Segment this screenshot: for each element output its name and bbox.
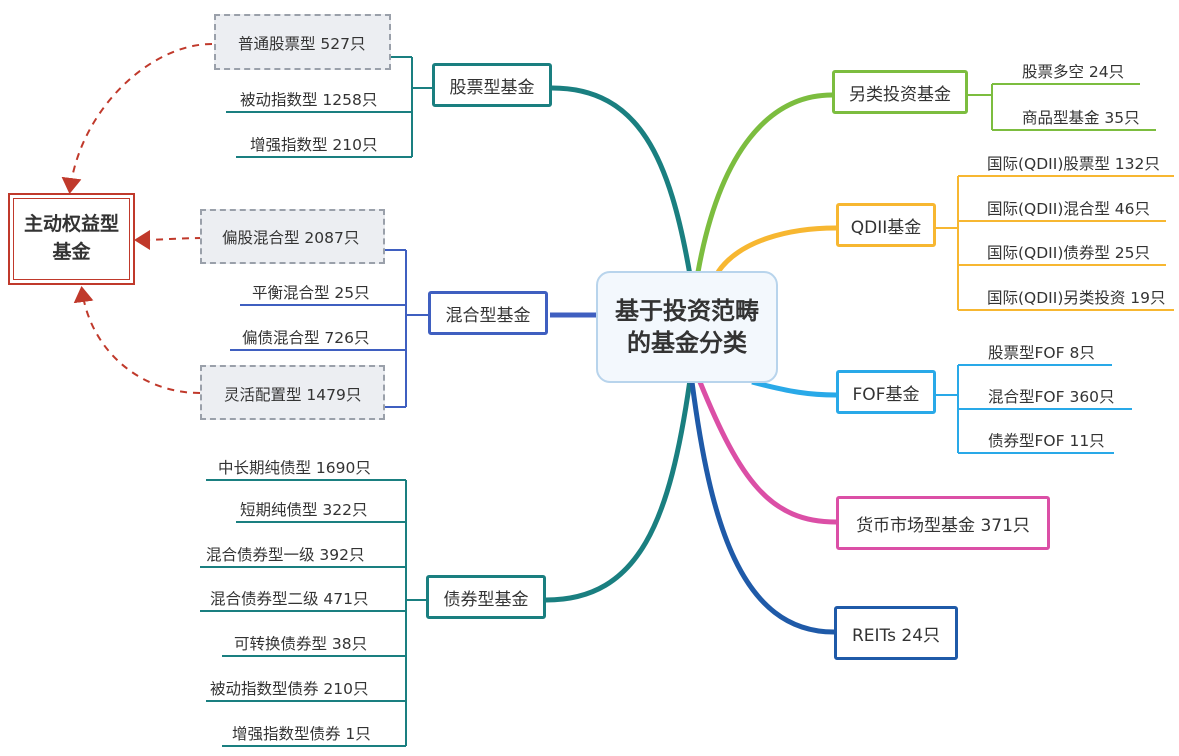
link-center-bond [545, 379, 693, 603]
leaf-bond-short[interactable]: 短期纯债型 322只 [240, 501, 368, 519]
leaf-enhanced-index[interactable]: 增强指数型 210只 [250, 136, 378, 154]
branch-bond-fund[interactable]: 债券型基金 [426, 575, 546, 619]
leaf-bond-mixed-1[interactable]: 混合债券型一级 392只 [206, 546, 365, 564]
branch-qdii-fund[interactable]: QDII基金 [836, 203, 936, 247]
highlight-box-common-stock [214, 14, 391, 70]
leaf-bond-passive-index[interactable]: 被动指数型债券 210只 [210, 680, 369, 698]
link-center-stock [551, 85, 693, 276]
active-equity-line2: 基金 [52, 241, 91, 263]
leaf-flexible-allocation[interactable]: 灵活配置型 1479只 [224, 386, 362, 404]
leaf-bond-mixed-2[interactable]: 混合债券型二级 471只 [210, 590, 369, 608]
active-equity-line1: 主动权益型 [23, 213, 119, 236]
arrow-from-flexible [73, 286, 201, 394]
central-topic-line2: 的基金分类 [627, 329, 747, 357]
leaf-long-short[interactable]: 股票多空 24只 [1022, 63, 1125, 81]
central-topic-line1: 基于投资范畴 [615, 296, 759, 325]
branch-alt-fund[interactable]: 另类投资基金 [832, 70, 968, 114]
leaf-qdii-stock[interactable]: 国际(QDII)股票型 132只 [987, 155, 1160, 173]
active-equity-node[interactable]: 主动权益型 基金 [8, 193, 135, 285]
highlight-box-flexible [200, 365, 385, 420]
link-center-qdii [715, 225, 837, 274]
branch-money-fund[interactable]: 货币市场型基金 371只 [836, 496, 1050, 550]
arrow-from-stock [61, 43, 213, 194]
central-topic[interactable]: 基于投资范畴 的基金分类 [596, 271, 778, 383]
branch-reits-fund[interactable]: REITs 24只 [834, 606, 958, 660]
link-center-reits [689, 381, 835, 635]
leaf-bond-long[interactable]: 中长期纯债型 1690只 [218, 459, 371, 477]
leaf-fof-bond[interactable]: 债券型FOF 11只 [988, 432, 1105, 450]
leaf-balanced-mixed[interactable]: 平衡混合型 25只 [252, 284, 370, 302]
arrow-from-partial-stock-mixed [134, 229, 203, 250]
leaf-passive-index[interactable]: 被动指数型 1258只 [240, 91, 378, 109]
leaf-commodity[interactable]: 商品型基金 35只 [1022, 109, 1140, 127]
leaf-fof-stock[interactable]: 股票型FOF 8只 [988, 344, 1095, 362]
leaf-qdii-bond[interactable]: 国际(QDII)债券型 25只 [987, 244, 1151, 262]
leaf-bond-enhanced-index[interactable]: 增强指数型债券 1只 [232, 725, 371, 743]
branch-fof-fund[interactable]: FOF基金 [836, 370, 936, 414]
leaf-partial-stock-mixed[interactable]: 偏股混合型 2087只 [222, 229, 360, 247]
leaf-partial-bond-mixed[interactable]: 偏债混合型 726只 [242, 329, 370, 347]
link-center-money [697, 381, 837, 525]
link-center-alt [695, 92, 833, 273]
branch-mixed-fund[interactable]: 混合型基金 [428, 291, 548, 335]
leaf-fof-mixed[interactable]: 混合型FOF 360只 [988, 388, 1115, 406]
leaf-common-stock[interactable]: 普通股票型 527只 [238, 35, 366, 53]
leaf-bond-convertible[interactable]: 可转换债券型 38只 [234, 635, 368, 653]
branch-stock-fund[interactable]: 股票型基金 [432, 63, 552, 107]
leaf-qdii-mixed[interactable]: 国际(QDII)混合型 46只 [987, 200, 1151, 218]
link-center-fof [751, 379, 837, 398]
highlight-box-partial-stock [200, 209, 385, 264]
leaf-qdii-alt[interactable]: 国际(QDII)另类投资 19只 [987, 289, 1166, 307]
